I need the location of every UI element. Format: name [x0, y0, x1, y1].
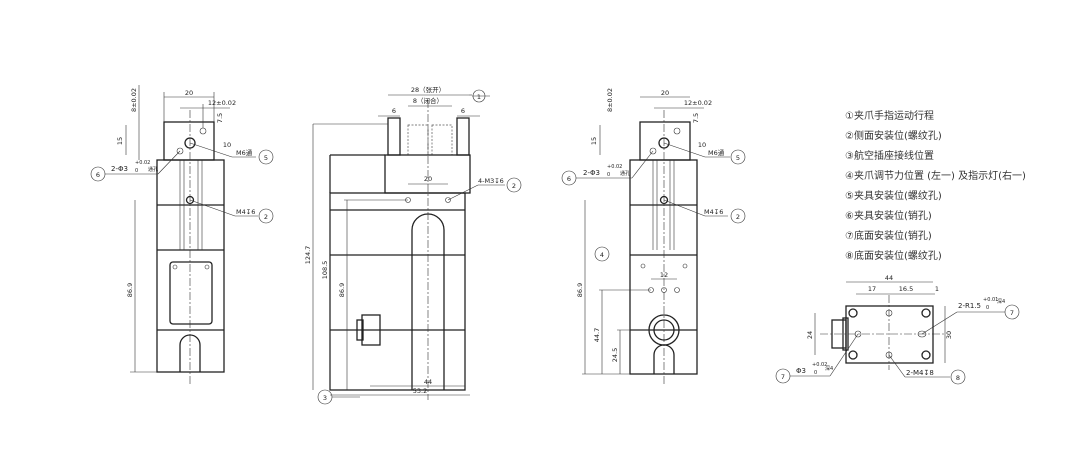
dimension-label: 深4 — [997, 298, 1005, 305]
dimension-label: 28（张开） — [411, 85, 445, 94]
dimension-label: 2-Φ3 — [583, 169, 600, 177]
dimension-label: 86.9 — [338, 283, 346, 297]
legend-item: ⑧底面安装位(螺纹孔) — [845, 251, 942, 262]
dimension-label: +0.02 — [607, 164, 622, 170]
dimension-label: 通孔 — [620, 170, 630, 177]
dimension-label: 2 — [512, 182, 516, 190]
dimension-label: 通孔 — [148, 166, 158, 173]
dimension-label: 15 — [116, 137, 124, 145]
dimension-label: 4 — [600, 251, 604, 259]
front-view-right: 12 20 12±0.02 8±0.02 7.5 15 10 86.9 44.7… — [561, 88, 746, 385]
dimension-label: 0 — [814, 370, 817, 376]
dimension-label: 12±0.02 — [208, 99, 236, 107]
dimension-label: M6通 — [236, 148, 253, 157]
dimension-label: 44.7 — [593, 328, 601, 342]
dimension-label: 6 — [461, 107, 465, 115]
dimension-label: 7 — [1010, 309, 1014, 317]
dimension-label: 12 — [660, 271, 668, 279]
dimension-label: 2 — [736, 213, 740, 221]
dimension-label: 8±0.02 — [130, 88, 138, 112]
legend-item: ⑤夹具安装位(螺纹孔) — [845, 191, 942, 202]
dimension-label: 2 — [264, 213, 268, 221]
dimension-label: 124.7 — [304, 246, 312, 265]
dimension-label: 0 — [135, 168, 138, 174]
dimension-label: +0.01 — [983, 297, 998, 303]
dimension-label: 16.5 — [899, 285, 913, 293]
dimension-label: 12±0.02 — [684, 99, 712, 107]
dimension-label: 1 — [935, 285, 939, 293]
legend-item: ④夹爪调节力位置 (左一) 及指示灯(右一) — [845, 171, 1026, 182]
dimension-label: 7 — [781, 373, 785, 381]
dimension-label: 8（闭合） — [413, 96, 443, 105]
dimension-label: 7.5 — [216, 113, 224, 123]
bottom-view: 44 17 16.5 1 24 30 2-R1.5 +0.01 0 深4 7 Φ… — [775, 274, 1020, 385]
dimension-label: 24.5 — [611, 348, 619, 362]
dimension-label: 53.2 — [413, 387, 427, 395]
dimension-label: 44 — [885, 274, 893, 282]
dimension-label: 20 — [185, 89, 193, 97]
dimension-label: 17 — [868, 285, 876, 293]
dimension-label: 2-M4↧8 — [906, 369, 934, 377]
dimension-label: 15 — [590, 137, 598, 145]
dimension-label: +0.02 — [135, 160, 150, 166]
dimension-label: Φ3 — [796, 367, 806, 375]
dimension-label: 5 — [736, 154, 740, 162]
dimension-label: M4↧6 — [236, 208, 255, 216]
dimension-label: 86.9 — [126, 283, 134, 297]
dimension-label: M4↧6 — [704, 208, 723, 216]
dimension-label: 6 — [96, 171, 100, 179]
dimension-label: 44 — [424, 378, 432, 386]
dimension-label: 1 — [477, 93, 481, 101]
dimension-label: 10 — [223, 141, 231, 149]
legend-item: ⑦底面安装位(销孔) — [845, 231, 932, 242]
side-view: 28（张开） 1 8（闭合） 6 6 20 124.7 108.5 86.9 4… — [304, 85, 522, 405]
dimension-label: 10 — [698, 141, 706, 149]
legend-item: ③航空插座接线位置 — [845, 151, 934, 162]
dimension-label: 5 — [264, 154, 268, 162]
dimension-label: 3 — [323, 394, 327, 402]
dimension-label: 6 — [567, 175, 571, 183]
legend-item: ①夹爪手指运动行程 — [845, 111, 934, 122]
dimension-label: M6通 — [708, 148, 725, 157]
legend-item: ②侧面安装位(螺纹孔) — [845, 131, 942, 142]
dimension-label: 4-M3↧6 — [478, 177, 504, 185]
dimension-label: 0 — [986, 305, 989, 311]
dimension-label: 2-Φ3 — [111, 165, 128, 173]
front-view-left: 20 12±0.02 8±0.02 7.5 15 10 86.9 M6通 5 2… — [90, 85, 274, 385]
dimension-label: 6 — [392, 107, 396, 115]
dimension-label: 20 — [661, 89, 669, 97]
dimension-label: 20 — [424, 175, 432, 183]
dimension-label: 108.5 — [321, 261, 329, 280]
legend: ①夹爪手指运动行程 ②侧面安装位(螺纹孔) ③航空插座接线位置 ④夹爪调节力位置… — [845, 107, 1026, 267]
dimension-label: 0 — [607, 172, 610, 178]
dimension-label: 8 — [956, 374, 960, 382]
dimension-label: 24 — [806, 331, 814, 339]
dimension-label: 深4 — [825, 365, 833, 372]
legend-item: ⑥夹具安装位(销孔) — [845, 211, 932, 222]
dimension-label: +0.02 — [812, 362, 827, 368]
dimension-label: 8±0.02 — [606, 88, 614, 112]
dimension-label: 86.9 — [576, 283, 584, 297]
dimension-label: 2-R1.5 — [958, 302, 981, 310]
dimension-label: 7.5 — [692, 113, 700, 123]
dimension-label: 30 — [945, 331, 953, 339]
